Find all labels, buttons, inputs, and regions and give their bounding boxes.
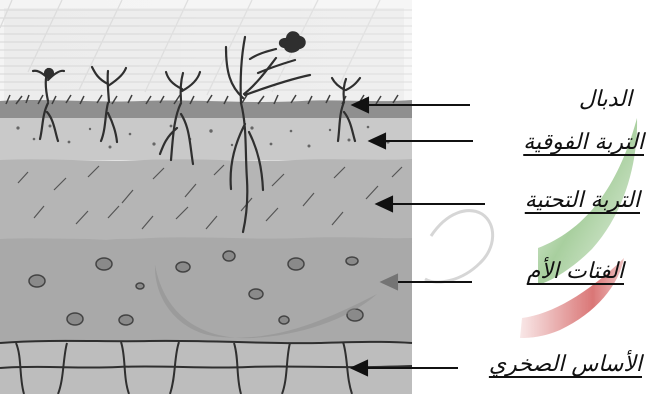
bedrock-label: الأساس الصخري [452, 352, 642, 378]
humus-label: الدبال [472, 87, 632, 113]
soil-layers [0, 100, 412, 394]
subsoil-label: التربة التحتية [480, 188, 640, 214]
sky-sketch [0, 0, 412, 112]
parent-material-label: الفتات الأم [472, 259, 624, 285]
topsoil-label: التربة الفوقية [484, 130, 644, 156]
